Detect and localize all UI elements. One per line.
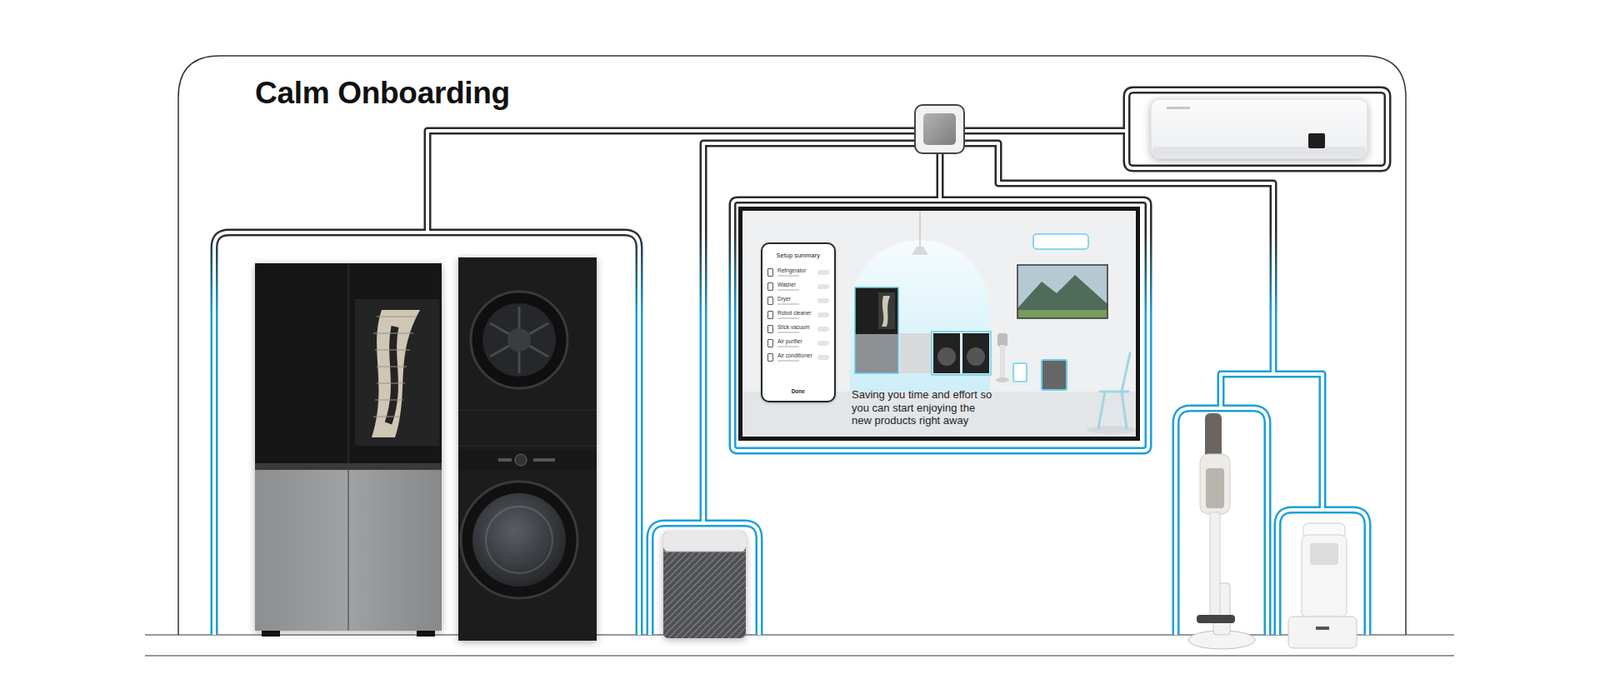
row-text-holder: Dryer [777, 295, 813, 305]
device-icon [767, 339, 774, 348]
row-text-holder: Washer [777, 281, 813, 291]
row-text-holder: Robot cleaner [777, 310, 813, 320]
setup-row: Refrigerator [767, 265, 830, 280]
row-text-holder: Refrigerator [777, 267, 813, 277]
edit-pill [817, 284, 830, 290]
edit-pill [817, 326, 830, 332]
title-holder: Calm Onboarding [255, 75, 510, 111]
done-button: Done [767, 383, 830, 395]
device-icon [767, 310, 774, 320]
device-name: Robot cleaner [777, 310, 813, 316]
row-subline [777, 275, 800, 277]
row-subline [777, 331, 800, 334]
phone-heading: Setup summary [767, 251, 830, 260]
edit-pill [817, 340, 830, 346]
device-icon [767, 296, 774, 305]
setup-row: Dryer [767, 293, 830, 308]
screen-caption: Saving you time and effort so you can st… [851, 388, 994, 428]
device-icon [767, 325, 774, 334]
device-icon [767, 353, 774, 362]
phone-screen: Setup summaryRefrigeratorWasherDryerRobo… [760, 242, 836, 403]
device-name: Dryer [777, 295, 813, 302]
row-subline [777, 345, 800, 348]
row-subline [777, 289, 800, 291]
edit-pill [817, 355, 830, 360]
setup-row: Stick vacuum [767, 321, 830, 336]
device-name: Stick vacuum [777, 324, 813, 330]
edit-pill [817, 270, 830, 275]
setup-row: Air purifier [767, 335, 830, 350]
device-name: Refrigerator [777, 267, 813, 274]
row-text-holder: Air purifier [777, 338, 813, 348]
row-subline [777, 303, 800, 305]
tv-screen: Setup summaryRefrigeratorWasherDryerRobo… [738, 206, 1140, 441]
device-name: Washer [777, 281, 813, 288]
caption-holder: Saving you time and effort so you can st… [851, 388, 994, 428]
setup-row: Robot cleaner [767, 307, 830, 322]
edit-pill [817, 312, 830, 318]
setup-row: Washer [767, 279, 830, 294]
diagram-title: Calm Onboarding [255, 75, 510, 111]
row-subline [777, 360, 800, 362]
device-name: Air purifier [777, 338, 813, 345]
device-icon [767, 268, 774, 277]
edit-pill [817, 298, 830, 304]
row-text-holder: Air conditioner [777, 352, 813, 362]
device-icon [767, 282, 774, 291]
row-subline [777, 317, 800, 320]
row-text-holder: Stick vacuum [777, 324, 813, 334]
device-name: Air conditioner [777, 352, 813, 359]
setup-row: Air conditioner [767, 350, 830, 365]
